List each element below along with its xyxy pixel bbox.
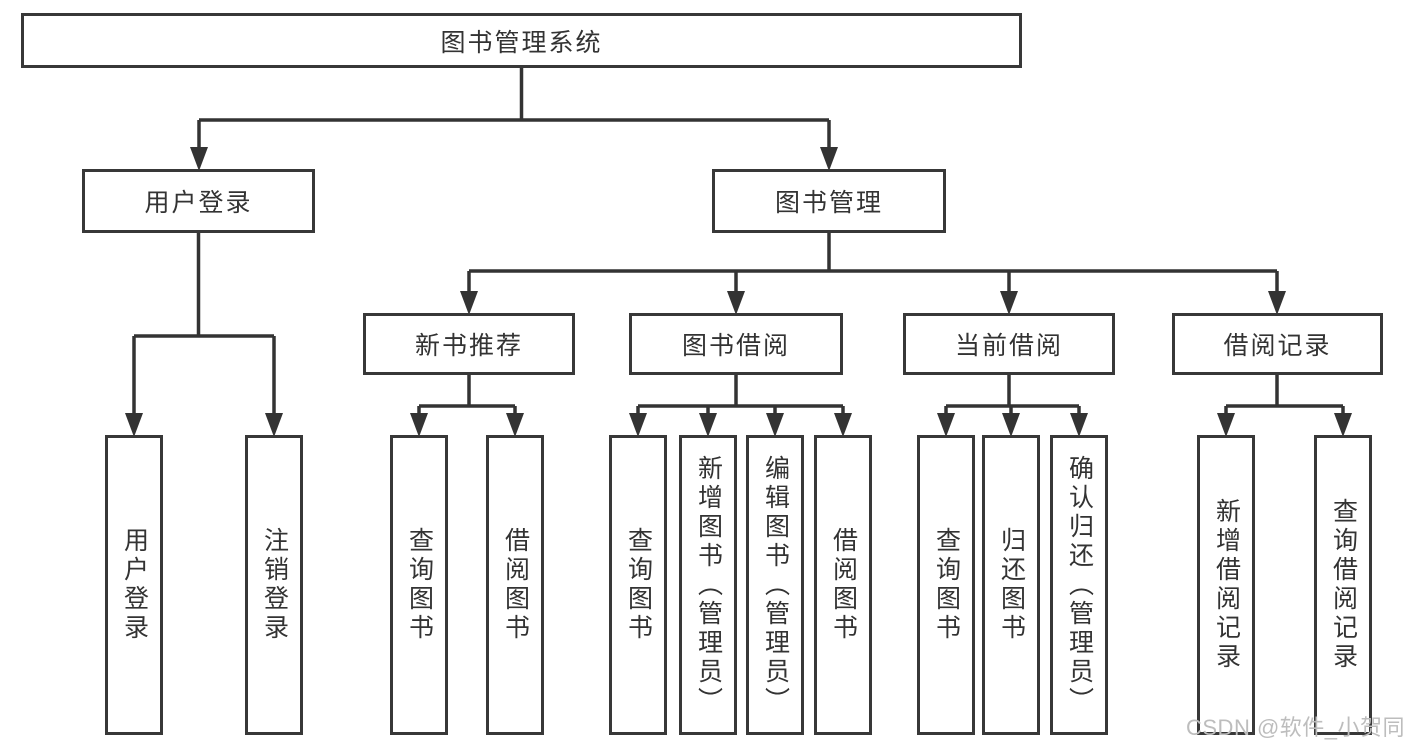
leaf-bb-query-books-label: 查询图书 [624, 527, 653, 643]
leaf-br-add-record: 新增借阅记录 [1197, 435, 1255, 735]
leaf-bb-borrow-books: 借阅图书 [814, 435, 872, 735]
leaf-br-query-record: 查询借阅记录 [1314, 435, 1372, 735]
leaf-bb-edit-books-admin-label: 编辑图书（管理员） [761, 454, 790, 716]
node-user-login-label: 用户登录 [144, 189, 253, 217]
leaf-cb-confirm-return-admin-label: 确认归还（管理员） [1065, 454, 1094, 716]
node-book-management-label: 图书管理 [774, 189, 883, 217]
node-user-login: 用户登录 [82, 169, 315, 233]
leaf-bb-borrow-books-label: 借阅图书 [829, 527, 858, 643]
node-book-borrow-label: 图书借阅 [681, 332, 790, 360]
edge-current-borrow-to-leaves [944, 373, 1081, 419]
leaf-br-add-record-label: 新增借阅记录 [1212, 498, 1241, 672]
node-current-borrow-label: 当前借阅 [954, 332, 1063, 360]
node-borrow-records-label: 借阅记录 [1223, 332, 1332, 360]
node-root-label: 图书管理系统 [440, 28, 603, 57]
edge-book-mgmt-to-level3 [467, 231, 1279, 297]
leaf-cb-query-books: 查询图书 [917, 435, 975, 735]
leaf-logout: 注销登录 [245, 435, 303, 735]
leaf-cb-return-books-label: 归还图书 [997, 527, 1026, 643]
csdn-watermark: CSDN @软件_小贺同学 [1186, 715, 1405, 740]
leaf-cb-confirm-return-admin: 确认归还（管理员） [1050, 435, 1108, 735]
leaf-bb-add-books-admin-label: 新增图书（管理员） [694, 454, 723, 716]
leaf-br-query-record-label: 查询借阅记录 [1329, 498, 1358, 672]
leaf-bb-query-books: 查询图书 [609, 435, 667, 735]
node-book-management: 图书管理 [712, 169, 946, 233]
leaf-bb-edit-books-admin: 编辑图书（管理员） [746, 435, 804, 735]
leaf-nbr-query-books-label: 查询图书 [405, 527, 434, 643]
leaf-cb-return-books: 归还图书 [982, 435, 1040, 735]
leaf-nbr-borrow-books: 借阅图书 [486, 435, 544, 735]
node-borrow-records: 借阅记录 [1172, 313, 1383, 375]
leaf-bb-add-books-admin: 新增图书（管理员） [679, 435, 737, 735]
node-root: 图书管理系统 [21, 13, 1022, 68]
leaf-user-login-label: 用户登录 [120, 527, 149, 643]
edge-borrow-records-to-leaves [1224, 373, 1345, 419]
node-new-book-recommend: 新书推荐 [363, 313, 575, 375]
leaf-nbr-query-books: 查询图书 [390, 435, 448, 735]
leaf-logout-label: 注销登录 [260, 527, 289, 643]
node-new-book-recommend-label: 新书推荐 [414, 332, 523, 360]
leaf-user-login: 用户登录 [105, 435, 163, 735]
edge-book-borrow-to-leaves [636, 373, 845, 419]
leaf-nbr-borrow-books-label: 借阅图书 [501, 527, 530, 643]
edge-root-to-level2 [197, 66, 831, 153]
arrowheads [125, 147, 1352, 437]
node-book-borrow: 图书借阅 [629, 313, 843, 375]
edge-new-book-to-leaves [417, 373, 517, 419]
edge-user-login-to-leaves [132, 231, 276, 419]
node-current-borrow: 当前借阅 [903, 313, 1115, 375]
leaf-cb-query-books-label: 查询图书 [932, 527, 961, 643]
